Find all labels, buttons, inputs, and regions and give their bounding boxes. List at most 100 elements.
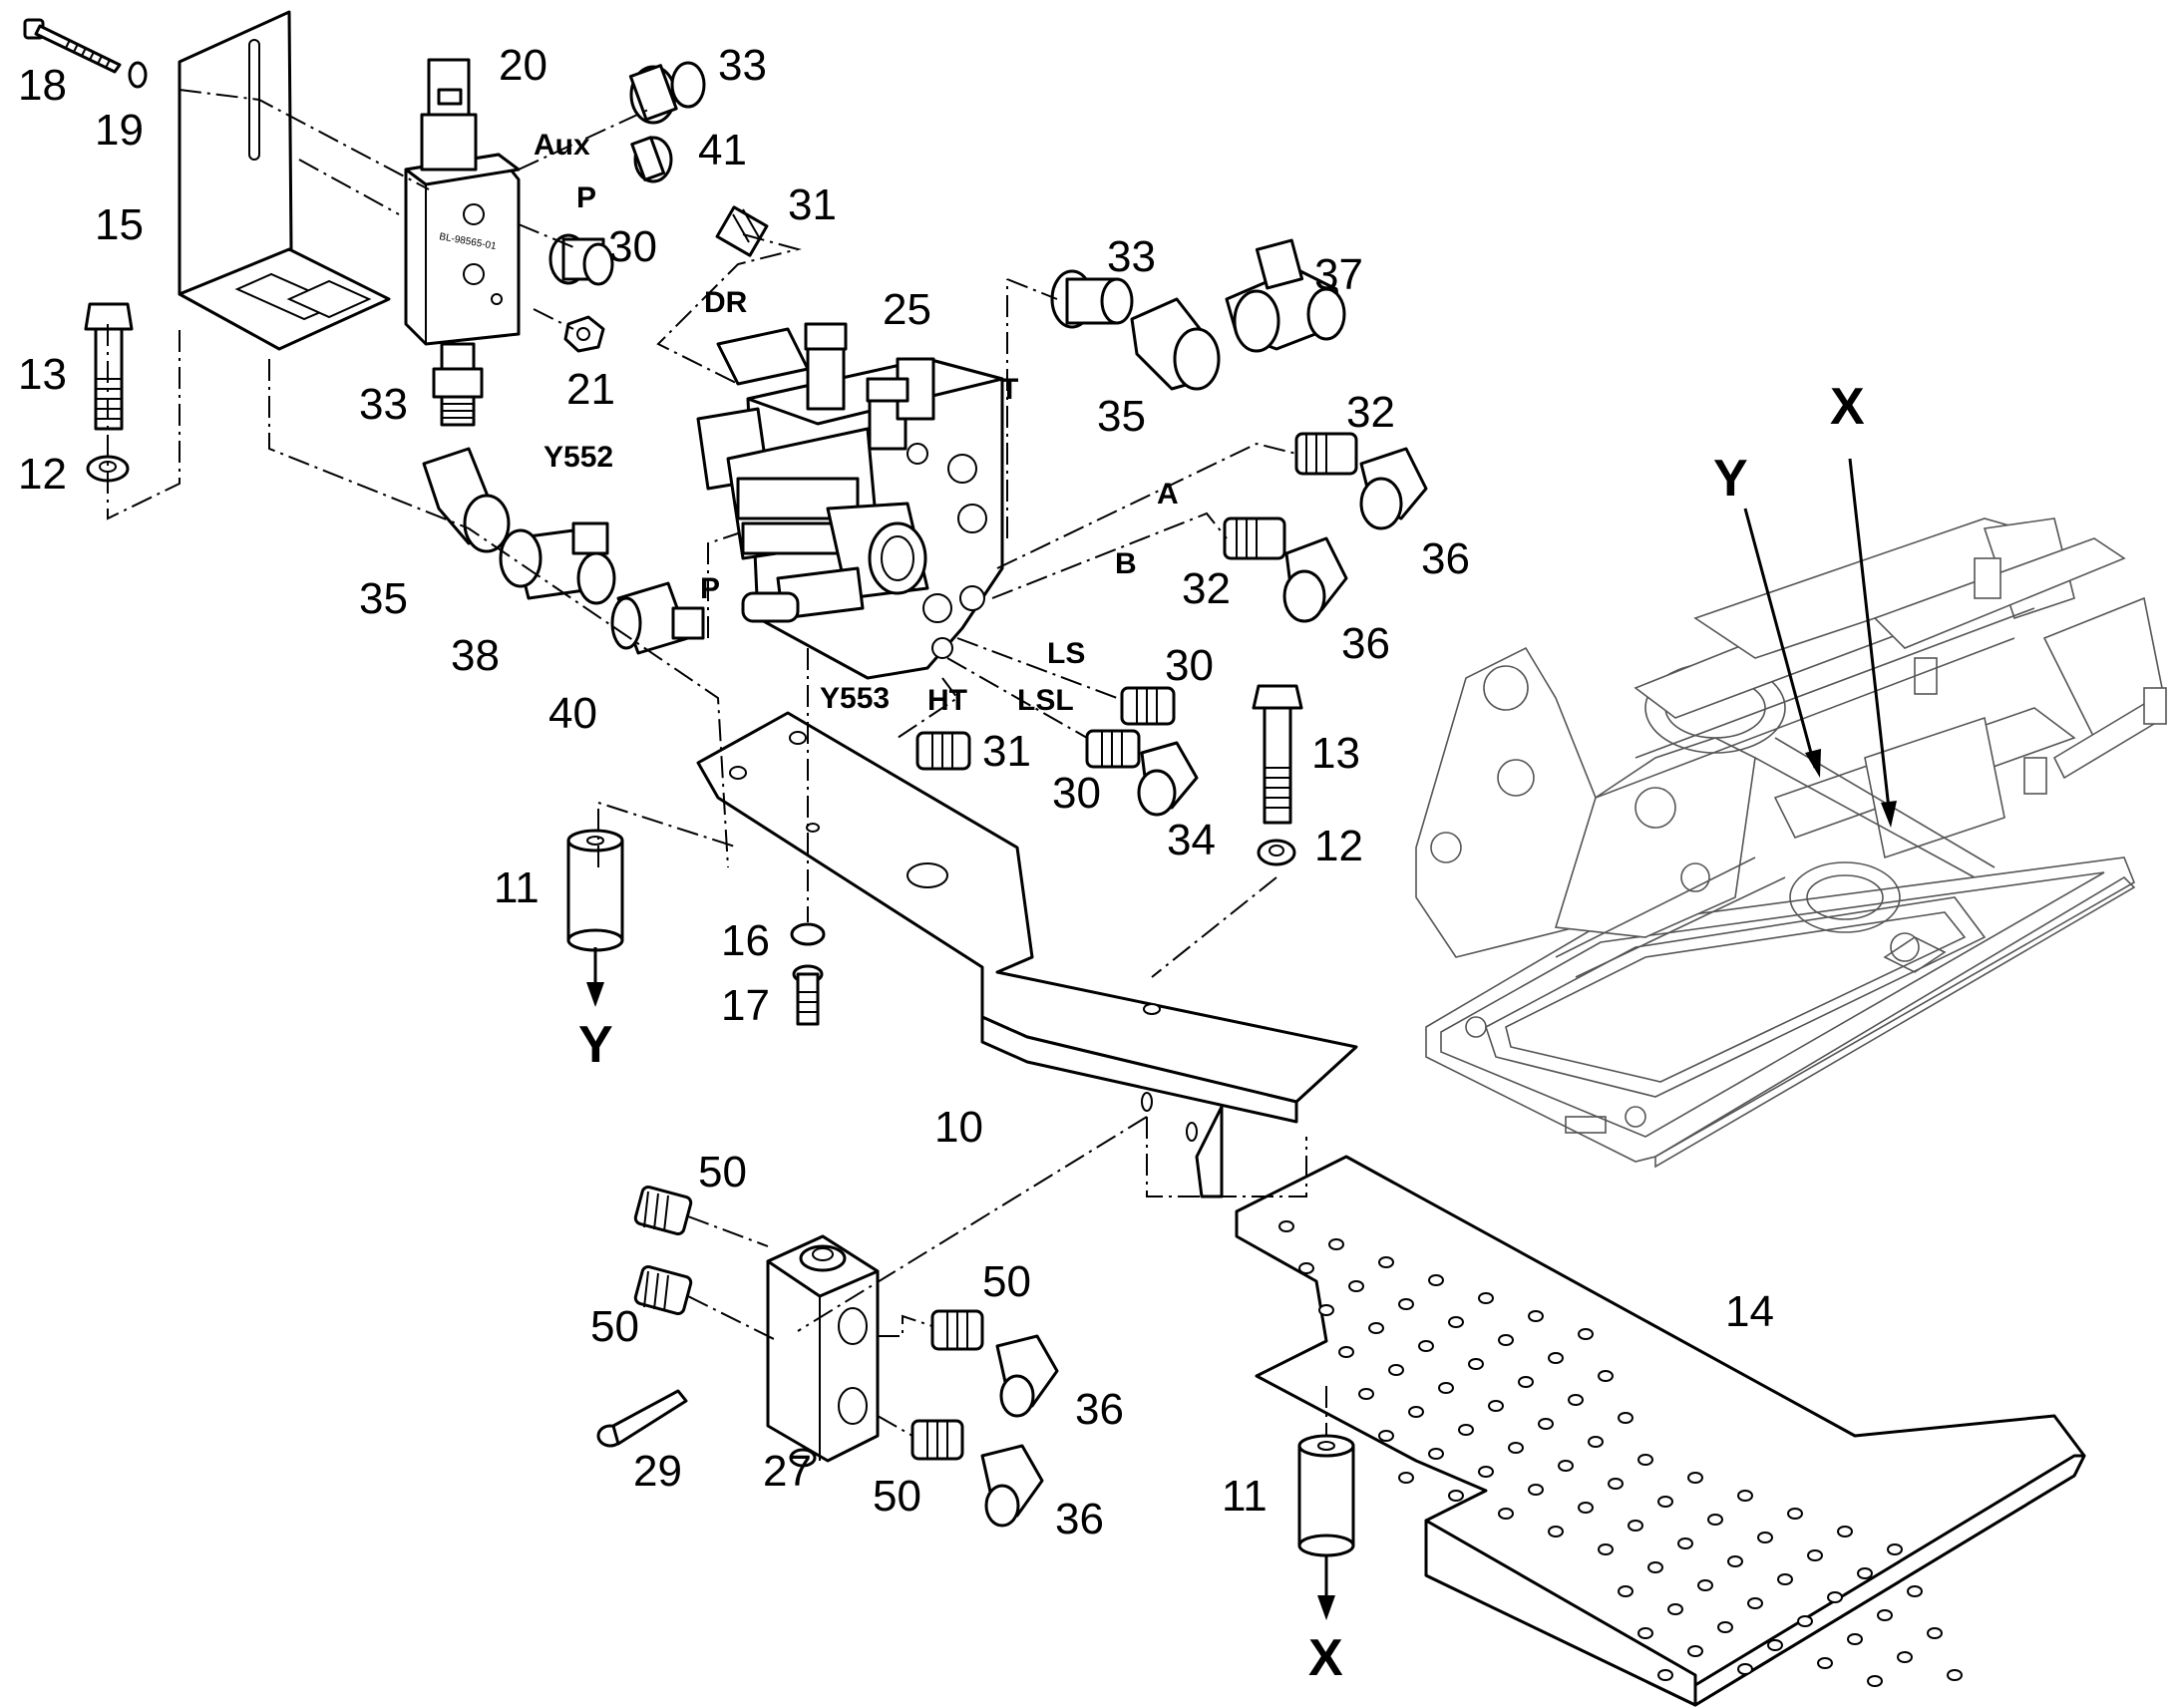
fitting-31-upper	[715, 205, 769, 257]
label-32-b: 32	[1182, 564, 1231, 613]
label-30-lsl: 30	[1052, 769, 1101, 818]
plate-hole	[1588, 1436, 1604, 1448]
plate-hole	[1348, 1280, 1364, 1292]
label-38: 38	[451, 631, 500, 680]
label-25: 25	[883, 285, 931, 334]
arrow-x-bottom	[1317, 1555, 1335, 1620]
fitting-32-a	[1294, 432, 1358, 476]
plate-hole	[1598, 1370, 1614, 1382]
plate-hole	[1757, 1532, 1773, 1543]
plate-hole	[1478, 1466, 1494, 1478]
label-41: 41	[698, 126, 747, 174]
plate-hole	[1338, 1346, 1354, 1358]
label-37: 37	[1314, 250, 1363, 299]
tee-37	[1225, 238, 1346, 353]
label-36-b: 36	[1341, 619, 1390, 668]
label-20: 20	[499, 41, 547, 90]
fitting-32-b	[1223, 516, 1286, 560]
port-label-a: A	[1157, 478, 1179, 511]
plate-hole	[1498, 1508, 1514, 1520]
plate-hole	[1657, 1496, 1673, 1508]
plate-hole	[1927, 1627, 1943, 1639]
label-27: 27	[763, 1447, 812, 1496]
label-13-right: 13	[1311, 729, 1360, 778]
port-label-lsl: LSL	[1017, 684, 1074, 717]
solenoid-label-y553: Y553	[820, 682, 890, 715]
label-33-left: 33	[359, 380, 408, 429]
plate-hole	[1358, 1388, 1374, 1400]
fitting-33-lower	[432, 342, 484, 427]
plate-hole	[1707, 1514, 1723, 1526]
valve-block-27	[766, 1234, 880, 1468]
plug-41	[630, 136, 673, 183]
elbow-35-left	[422, 447, 511, 553]
plate-hole	[1528, 1310, 1544, 1322]
plate-hole	[1717, 1621, 1733, 1633]
item-numbers: 18 19 15 13 12 20 33 41 31 30 21 33 25 3…	[18, 41, 1774, 1543]
label-35-right: 35	[1097, 392, 1146, 441]
label-14: 14	[1725, 1287, 1774, 1336]
label-50-c: 50	[982, 1257, 1031, 1306]
plate-hole	[1538, 1418, 1554, 1430]
plate-hole	[1737, 1663, 1753, 1675]
plate-hole	[1468, 1358, 1484, 1370]
plate-hole	[1378, 1430, 1394, 1442]
label-50-a: 50	[698, 1148, 747, 1196]
plate-hole	[1797, 1615, 1813, 1627]
plate-hole	[1747, 1597, 1763, 1609]
plate-hole	[1628, 1520, 1643, 1532]
valve-block-20: BL-98565-01	[404, 58, 521, 346]
port-label-p-lower: P	[700, 572, 720, 605]
label-15: 15	[95, 200, 144, 249]
port-label-t: T	[1000, 373, 1018, 406]
label-50-d: 50	[873, 1472, 921, 1521]
screw-17	[792, 964, 824, 1026]
letter-x-frame: X	[1830, 378, 1865, 436]
plate-hole	[1378, 1256, 1394, 1268]
label-16: 16	[721, 916, 770, 965]
plate-hole	[1677, 1537, 1693, 1549]
plate-hole	[1528, 1484, 1544, 1496]
label-30-ls: 30	[1165, 641, 1214, 690]
letter-y-frame: Y	[1713, 450, 1748, 508]
spacer-11-left	[566, 829, 624, 952]
label-19: 19	[95, 106, 144, 155]
port-label-ls: LS	[1047, 637, 1085, 670]
fitting-31-ht	[915, 731, 971, 771]
plate-hole	[1408, 1406, 1424, 1418]
plate-hole	[1438, 1382, 1454, 1394]
plate-hole	[1907, 1585, 1923, 1597]
fitting-30-lsl	[1085, 729, 1141, 769]
fitting-50-a	[633, 1186, 693, 1235]
arrow-x-frame	[1848, 458, 1897, 828]
label-30-top: 30	[608, 222, 657, 271]
plate-hole	[1737, 1490, 1753, 1502]
assembly-leader-lines	[107, 89, 1327, 1437]
plate-hole	[1618, 1585, 1634, 1597]
bolt-13-right	[1252, 684, 1303, 825]
label-11-left: 11	[494, 863, 540, 912]
plate-hole	[1548, 1526, 1564, 1537]
plate-hole	[1637, 1454, 1653, 1466]
port-label-ht: HT	[927, 684, 967, 717]
undercarriage-frame	[1415, 517, 2167, 1169]
plate-hole	[1687, 1645, 1703, 1657]
port-label-dr: DR	[704, 286, 748, 319]
letter-y-bottom: Y	[578, 1016, 613, 1074]
fitting-33-right	[1050, 269, 1134, 329]
plate-hole	[1328, 1238, 1344, 1250]
washer-16	[790, 922, 826, 946]
label-10: 10	[934, 1103, 983, 1152]
label-21: 21	[566, 365, 615, 414]
label-13-left: 13	[18, 350, 67, 399]
plate-hole	[1687, 1472, 1703, 1484]
label-34: 34	[1167, 816, 1216, 864]
fitting-50-d	[910, 1419, 964, 1461]
floor-plate-14	[1235, 1155, 2086, 1707]
plate-hole	[1418, 1340, 1434, 1352]
plate-hole	[1608, 1478, 1624, 1490]
screw-29	[596, 1389, 688, 1448]
plate-hole	[1847, 1633, 1863, 1645]
plate-hole	[1478, 1292, 1494, 1304]
label-12-left: 12	[18, 450, 67, 499]
